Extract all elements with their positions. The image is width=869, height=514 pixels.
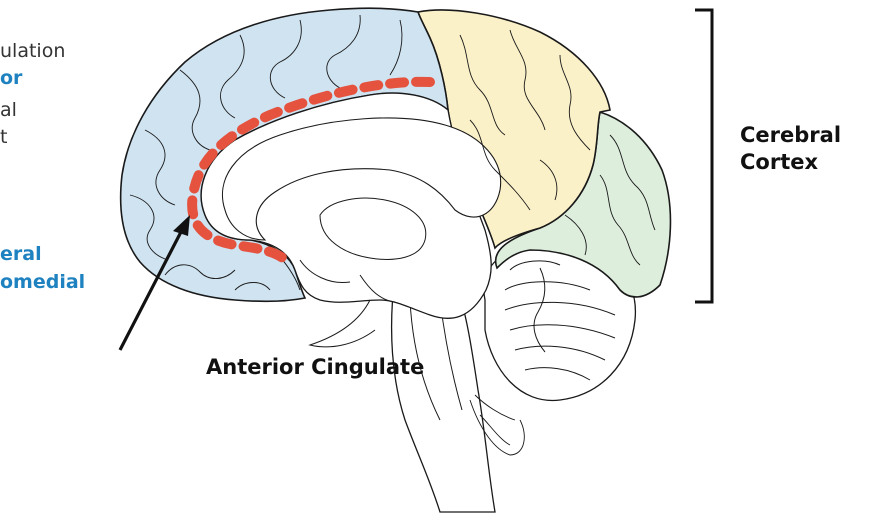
cerebral-cortex-label: Cerebral Cortex: [740, 122, 841, 176]
cerebral-cortex-label-line1: Cerebral: [740, 122, 841, 149]
anterior-cingulate-label: Anterior Cingulate: [206, 355, 424, 379]
cerebral-cortex-label-line2: Cortex: [740, 149, 841, 176]
cortex-bracket: [695, 10, 712, 302]
